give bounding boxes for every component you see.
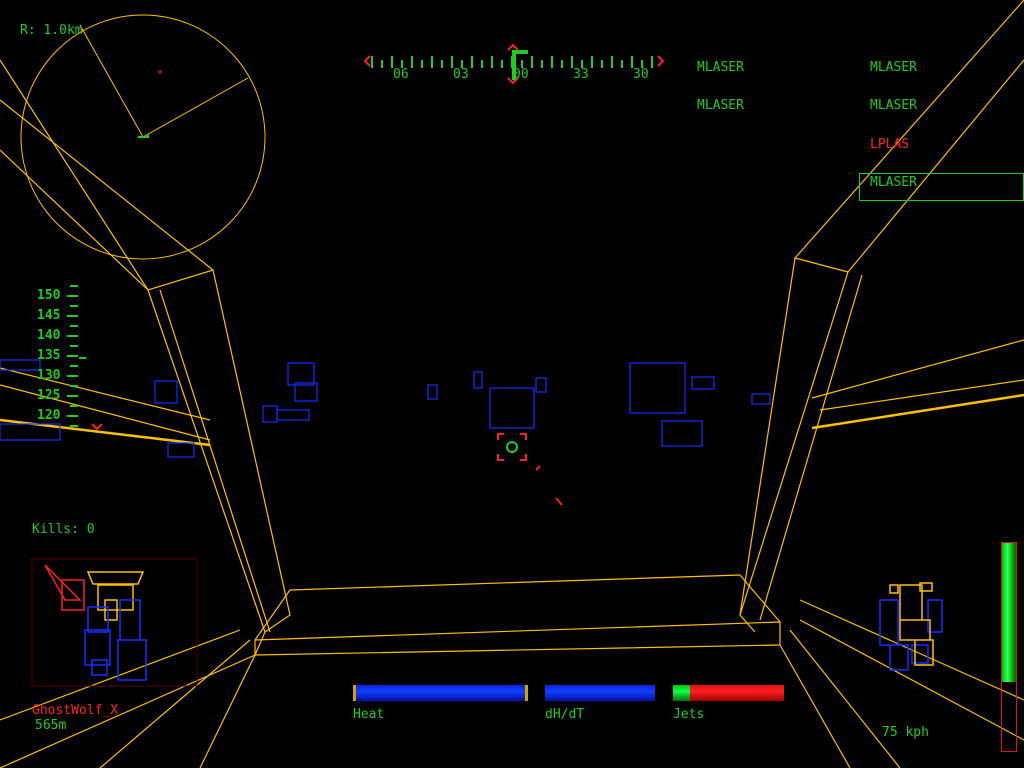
dhdt-gauge <box>545 685 655 701</box>
target-distance: 565m <box>35 718 67 733</box>
kills-counter: Kills: 0 <box>32 522 95 537</box>
altimeter-label: 140 <box>37 328 61 343</box>
speed-readout: 75 kph <box>882 725 929 740</box>
altimeter-label: 120 <box>37 408 61 423</box>
dhdt-label: dH/dT <box>545 707 585 722</box>
radar: + <box>20 14 266 260</box>
compass-label: 30 <box>633 67 649 82</box>
throttle-gauge <box>1001 542 1017 752</box>
altimeter-label: 130 <box>37 368 61 383</box>
target-view <box>31 558 198 687</box>
jets-fill <box>673 685 690 701</box>
altimeter-label: 145 <box>37 308 61 323</box>
target-name: GhostWolf_X <box>32 703 119 718</box>
altimeter-label: 125 <box>37 388 61 403</box>
compass-label: 06 <box>393 67 409 82</box>
heat-gauge <box>353 685 528 701</box>
weapon-left-2: MLASER <box>697 98 744 113</box>
weapon-left-1: MLASER <box>697 60 744 75</box>
svg-text:+: + <box>157 67 163 78</box>
weapon-right-2: MLASER <box>870 98 917 113</box>
weapon-right-3: LPLAS <box>870 137 910 152</box>
target-mech-wireframe <box>44 564 147 681</box>
radar-range-label: R: 1.0km <box>20 23 83 38</box>
own-mech-status <box>879 582 943 671</box>
jets-gauge <box>673 685 784 701</box>
crosshair <box>497 433 563 506</box>
altimeter-label: 150 <box>37 288 61 303</box>
jets-label: Jets <box>673 707 705 722</box>
buildings <box>0 359 771 458</box>
heat-label: Heat <box>353 707 385 722</box>
altimeter-label: 135 <box>37 348 61 363</box>
weapon-right-4: MLASER <box>870 175 917 190</box>
weapon-right-1: MLASER <box>870 60 917 75</box>
compass-label: 00 <box>513 67 529 82</box>
compass-label: 33 <box>573 67 589 82</box>
compass-label: 03 <box>453 67 469 82</box>
throttle-fill <box>1002 543 1016 683</box>
